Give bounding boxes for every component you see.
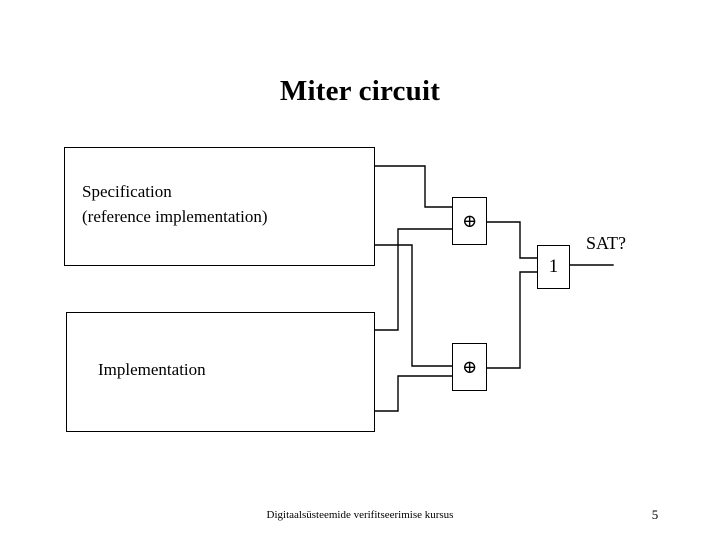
wire-xor-top-to-or (486, 221, 538, 259)
footer-page-number: 5 (651, 507, 659, 522)
footer-course-name: Digitaalsüsteemide verifitseerimise kurs… (266, 509, 454, 521)
xor-gate-bottom: ⊕ (452, 343, 487, 391)
or-gate-symbol: 1 (548, 256, 559, 277)
page-title: Miter circuit (279, 75, 441, 107)
specification-block-label: Specification (reference implementation) (82, 182, 268, 226)
wire-spec-out0-to-xor-top (374, 165, 453, 208)
sat-output-label: SAT? (586, 233, 626, 253)
wire-spec-out1-to-xor-bottom (374, 244, 453, 367)
xor-symbol-icon: ⊕ (461, 211, 478, 231)
implementation-block (66, 312, 375, 432)
wire-impl-out0-to-xor-top (374, 228, 453, 331)
xor-gate-top: ⊕ (452, 197, 487, 245)
implementation-block-label: Implementation (98, 360, 206, 379)
xor-symbol-icon: ⊕ (461, 357, 478, 377)
wire-impl-out1-to-xor-bottom (374, 375, 453, 412)
specification-block (64, 147, 375, 266)
wire-xor-bottom-to-or (486, 271, 538, 369)
or-gate: 1 (537, 245, 570, 289)
